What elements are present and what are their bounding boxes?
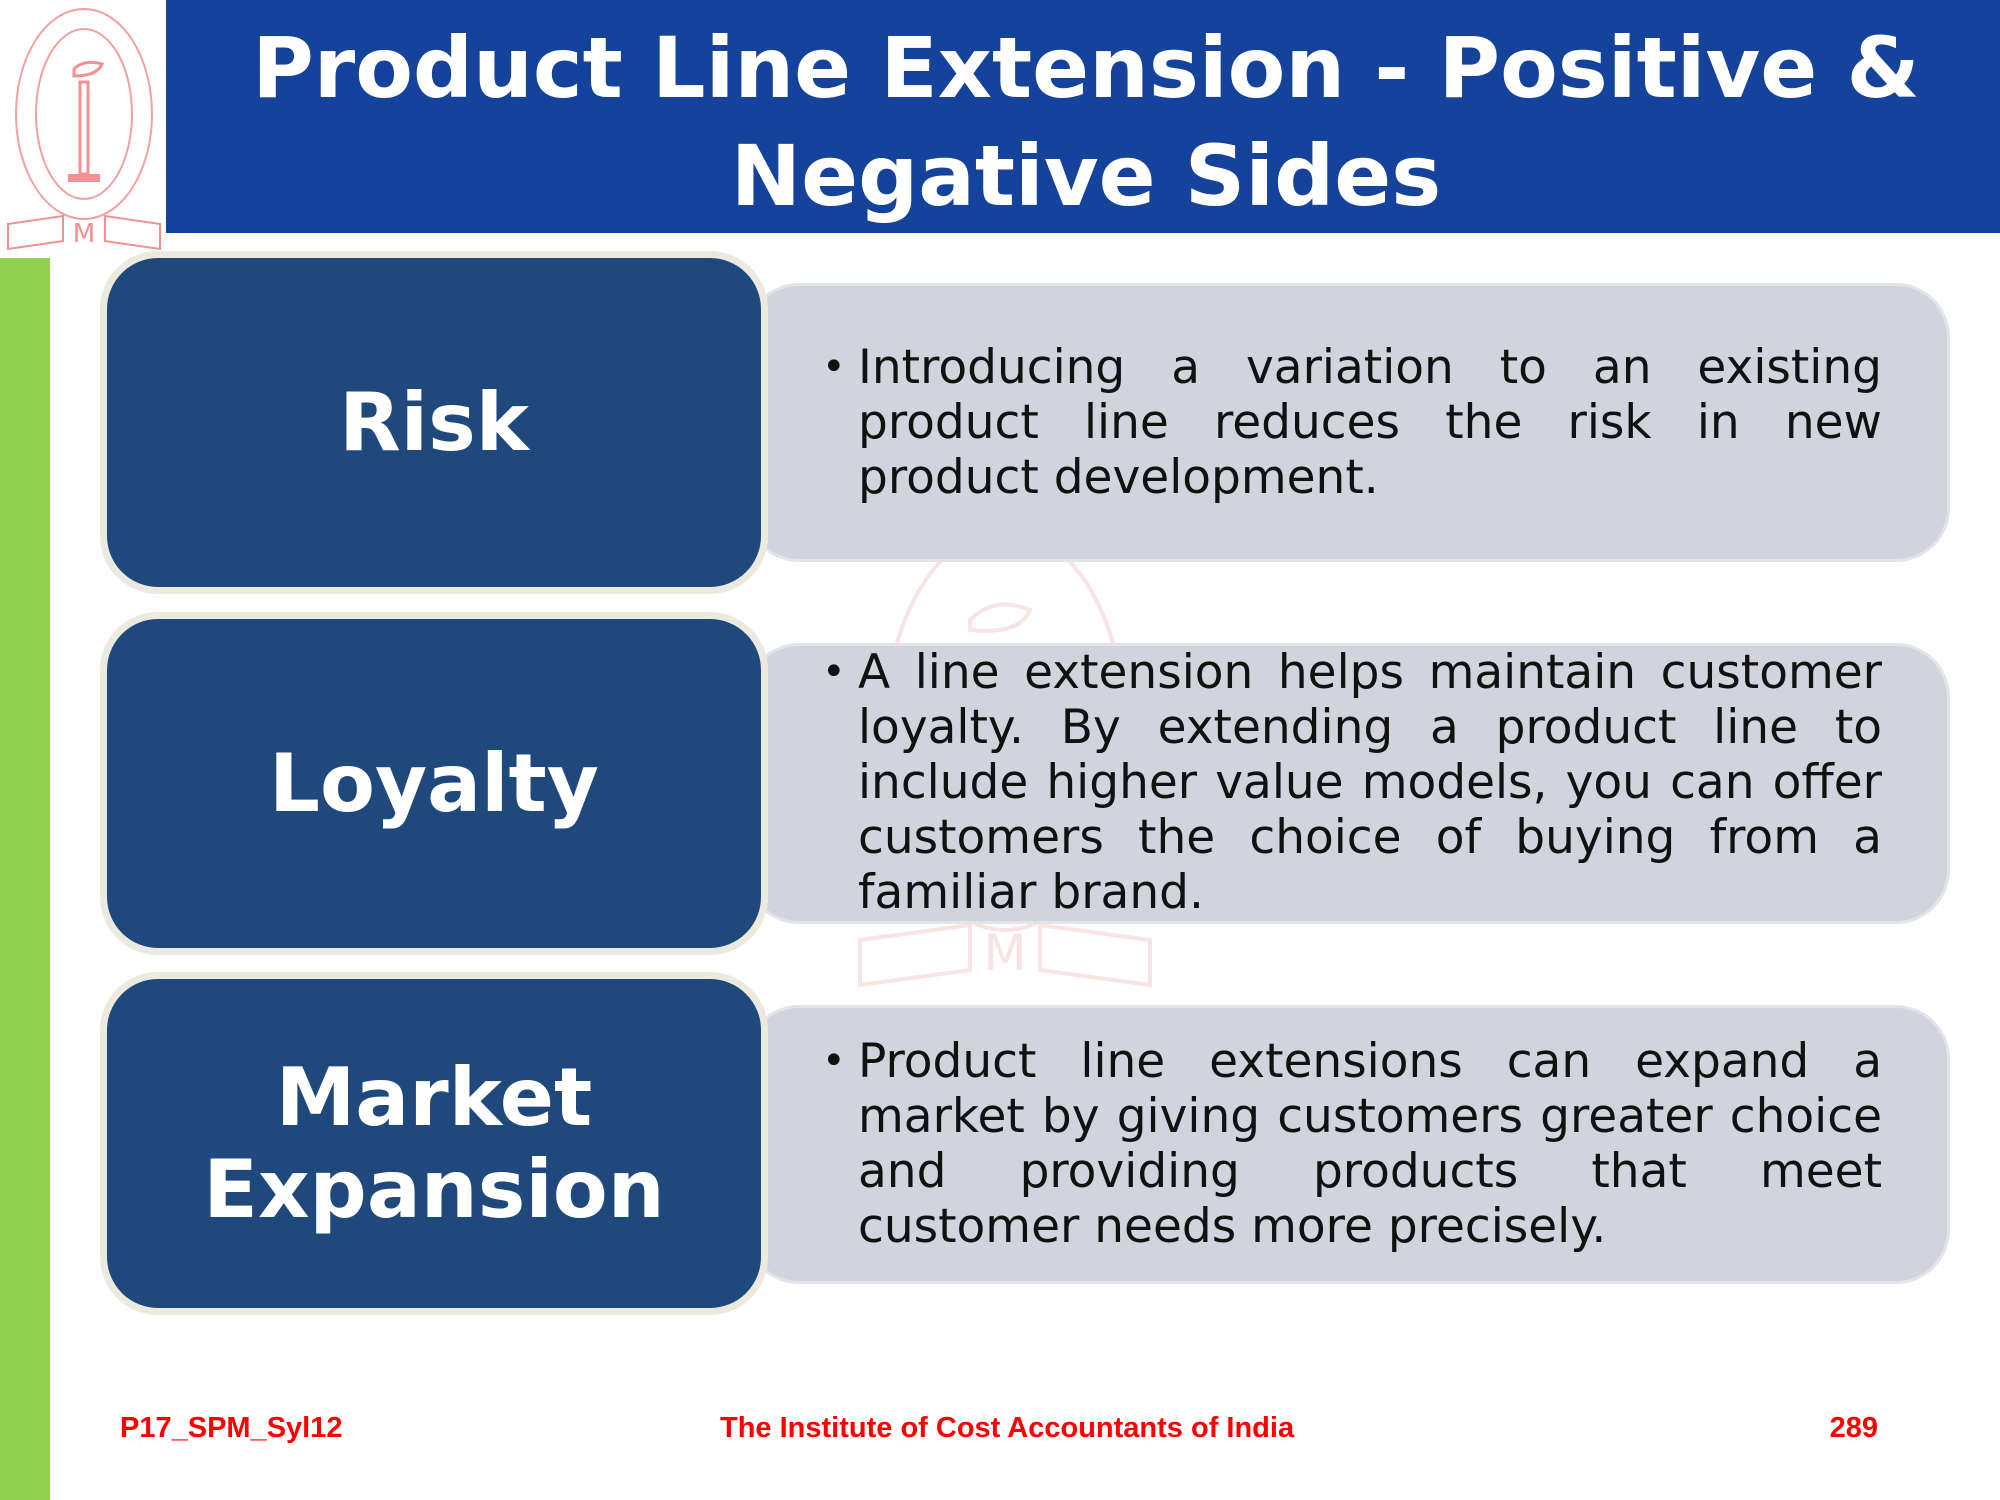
market-expansion-label-line-2: Expansion [203,1142,665,1236]
loyalty-label-box: Loyalty [100,612,768,955]
risk-label-box: Risk [100,251,768,594]
loyalty-detail-box [745,643,1950,924]
market-expansion-text: Product line extensions can expand a mar… [858,1034,1882,1254]
svg-text:M: M [73,219,95,249]
svg-text:M: M [983,924,1026,982]
loyalty-text: A line extension helps maintain customer… [858,645,1882,920]
market-expansion-detail-box [745,1005,1950,1284]
market-expansion-label-line-1: Market [275,1050,593,1144]
risk-label: Risk [339,375,529,469]
risk-detail-box [745,283,1950,562]
footer-institute: The Institute of Cost Accountants of Ind… [720,1412,1295,1444]
risk-text: Introducing a variation to an existing p… [858,340,1882,505]
page-title: Product Line Extension - Positive & Nega… [166,14,2000,230]
market-expansion-label-box: Market Expansion [100,972,768,1315]
title-line-2: Negative Sides [730,127,1442,225]
page-number: 289 [1829,1412,1878,1444]
bullet-icon: • [822,1038,846,1084]
title-bar [166,0,2000,233]
accent-bar [0,258,50,1500]
title-line-1: Product Line Extension - Positive & [252,19,1920,117]
bullet-icon: • [822,649,846,695]
footer-code: P17_SPM_Syl12 [120,1412,343,1444]
loyalty-label: Loyalty [269,736,599,830]
bullet-icon: • [822,344,846,390]
institute-logo-icon: M [7,8,161,251]
